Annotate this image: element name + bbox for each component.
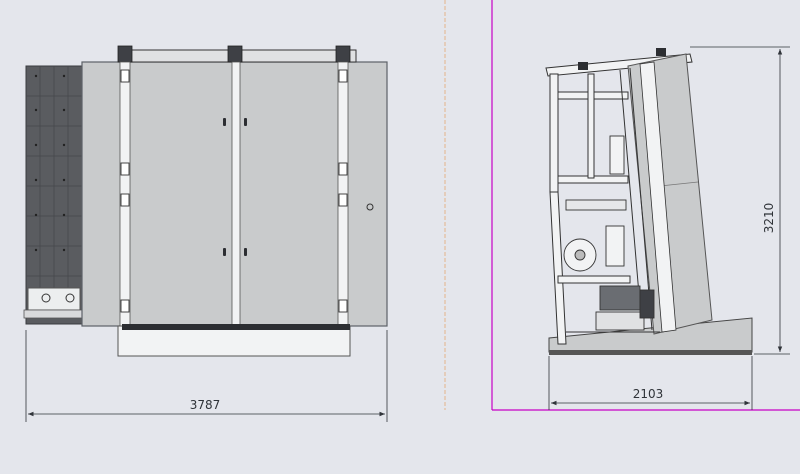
magenta-view-border (491, 0, 800, 411)
side-back-frame (549, 73, 631, 345)
side-width-dimension: 2103 (548, 356, 753, 410)
side-height-dimension: 3210 (690, 46, 790, 355)
rack-holes (34, 74, 66, 252)
cabinet-body (81, 45, 388, 357)
door-handles (223, 118, 247, 256)
side-width-label: 2103 (633, 387, 664, 401)
door-hinges (120, 69, 348, 313)
front-width-dimension: 3787 (25, 330, 388, 422)
side-tilted-panel (619, 53, 713, 335)
side-base (548, 317, 753, 355)
side-top-arm (545, 48, 693, 77)
side-height-label: 3210 (762, 203, 776, 234)
front-view: 3787 (23, 45, 388, 422)
side-knob (366, 203, 374, 211)
side-internals (563, 135, 660, 333)
glass-rack (23, 65, 85, 325)
front-width-label: 3787 (190, 398, 221, 412)
side-view: 2103 3210 (545, 46, 790, 410)
